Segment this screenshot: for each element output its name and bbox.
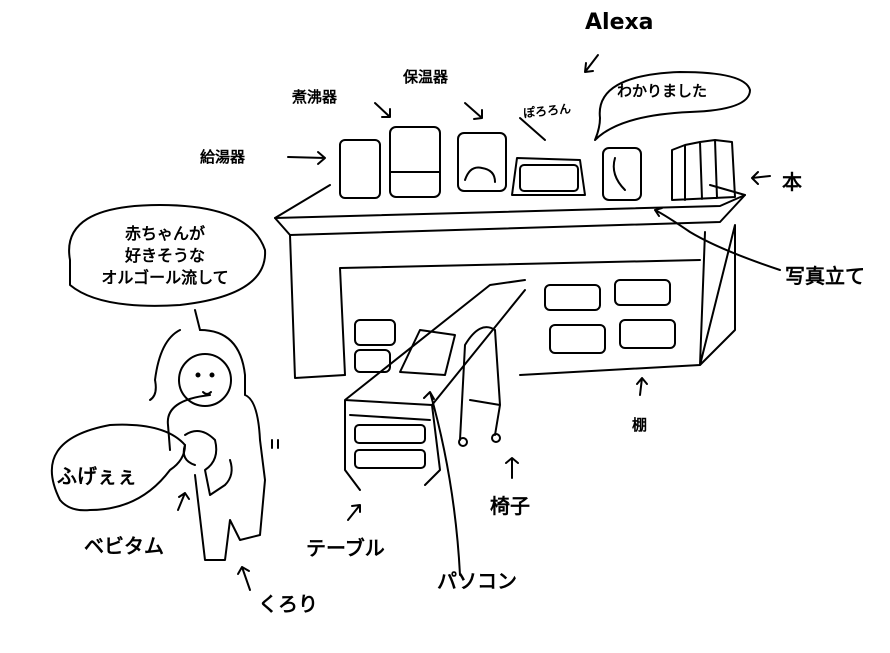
photo-stand-label: 写真立て bbox=[785, 264, 865, 288]
water-heater-label: 給湯器 bbox=[200, 148, 246, 166]
request-line-3: オルゴール流して bbox=[101, 268, 229, 287]
baby-cry-text: ふげぇぇ bbox=[57, 464, 137, 488]
sterilizer-label: 煮沸器 bbox=[292, 88, 338, 106]
warmer-shape bbox=[457, 132, 507, 192]
alexa-reply-text: わかりました bbox=[617, 82, 708, 100]
alexa-label: Alexa bbox=[585, 10, 654, 35]
water-heater-shape bbox=[339, 139, 381, 199]
shelf-label: 棚 bbox=[632, 416, 648, 434]
request-speech-bubble bbox=[68, 204, 267, 307]
book-label: 本 bbox=[782, 170, 802, 194]
kurori-label: くろり bbox=[258, 592, 318, 616]
request-bubble-text: 赤ちゃんが 好きそうな オルゴール流して bbox=[90, 223, 240, 289]
table-label: テーブル bbox=[306, 536, 385, 560]
chair-label: 椅子 bbox=[490, 494, 530, 518]
table bbox=[344, 279, 526, 491]
pc-label: パソコン bbox=[437, 569, 517, 593]
shelf-top bbox=[274, 184, 746, 236]
sterilizer-shape bbox=[389, 126, 441, 198]
person bbox=[149, 329, 266, 561]
alexa-speech-bubble bbox=[594, 71, 751, 141]
books-shape bbox=[671, 139, 736, 201]
baby bbox=[182, 430, 233, 496]
shelf-body bbox=[289, 224, 736, 379]
photo-stand-shape bbox=[602, 147, 642, 201]
chair bbox=[459, 326, 501, 441]
laptop bbox=[399, 329, 456, 376]
request-line-2: 好きそうな bbox=[124, 246, 205, 265]
baby-item-label: ベビタム bbox=[84, 534, 164, 558]
request-line-1: 赤ちゃんが bbox=[124, 224, 205, 243]
alexa-device bbox=[511, 157, 586, 196]
warmer-label: 保温器 bbox=[403, 68, 449, 86]
